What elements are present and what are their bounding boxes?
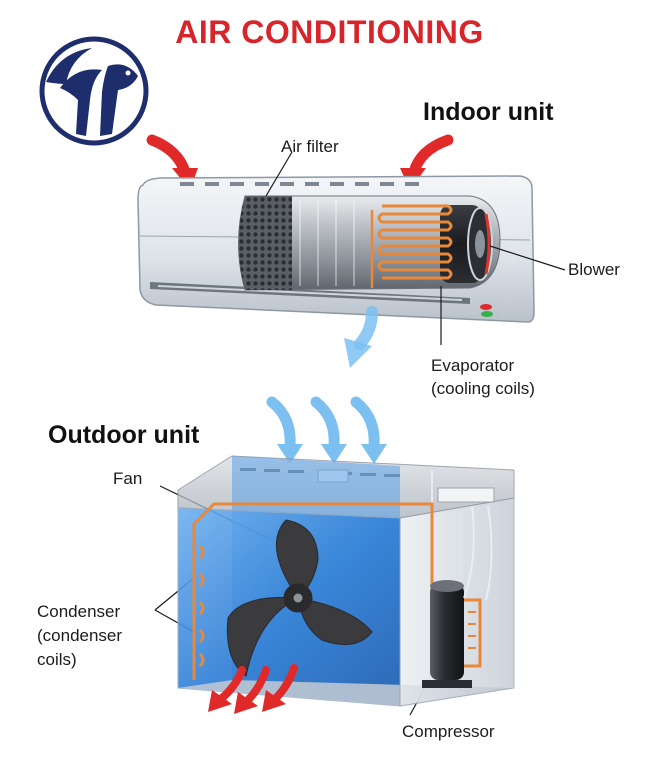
fan-blades	[226, 519, 373, 677]
evaporator-label-line2: (cooling coils)	[431, 379, 535, 398]
warm-exhaust-arrows	[208, 664, 298, 714]
indoor-unit	[137, 175, 535, 323]
outdoor-unit	[177, 455, 515, 707]
air-filter-mesh	[238, 196, 292, 290]
condenser-label-line1: Condenser	[37, 602, 121, 621]
compressor-tank	[422, 505, 493, 688]
outdoor-unit-heading: Outdoor unit	[48, 421, 200, 449]
condenser-label-line2: (condenser	[37, 626, 123, 645]
fan-label: Fan	[113, 469, 143, 488]
air-filter-label: Air filter	[281, 137, 339, 156]
indoor-unit-heading: Indoor unit	[423, 98, 554, 126]
blower-label: Blower	[568, 260, 620, 279]
cool-air-arrow-indoor	[344, 306, 378, 368]
evaporator-coils	[370, 204, 453, 288]
incoming-air-arrows	[266, 396, 387, 464]
diagram-title: AIR CONDITIONING	[175, 14, 484, 50]
compressor-label: Compressor	[402, 722, 495, 741]
condenser-label-line3: coils)	[37, 650, 77, 669]
condenser-coils	[198, 544, 205, 668]
penguin-logo-icon	[39, 36, 149, 146]
evaporator-label-line1: Evaporator	[431, 356, 515, 375]
